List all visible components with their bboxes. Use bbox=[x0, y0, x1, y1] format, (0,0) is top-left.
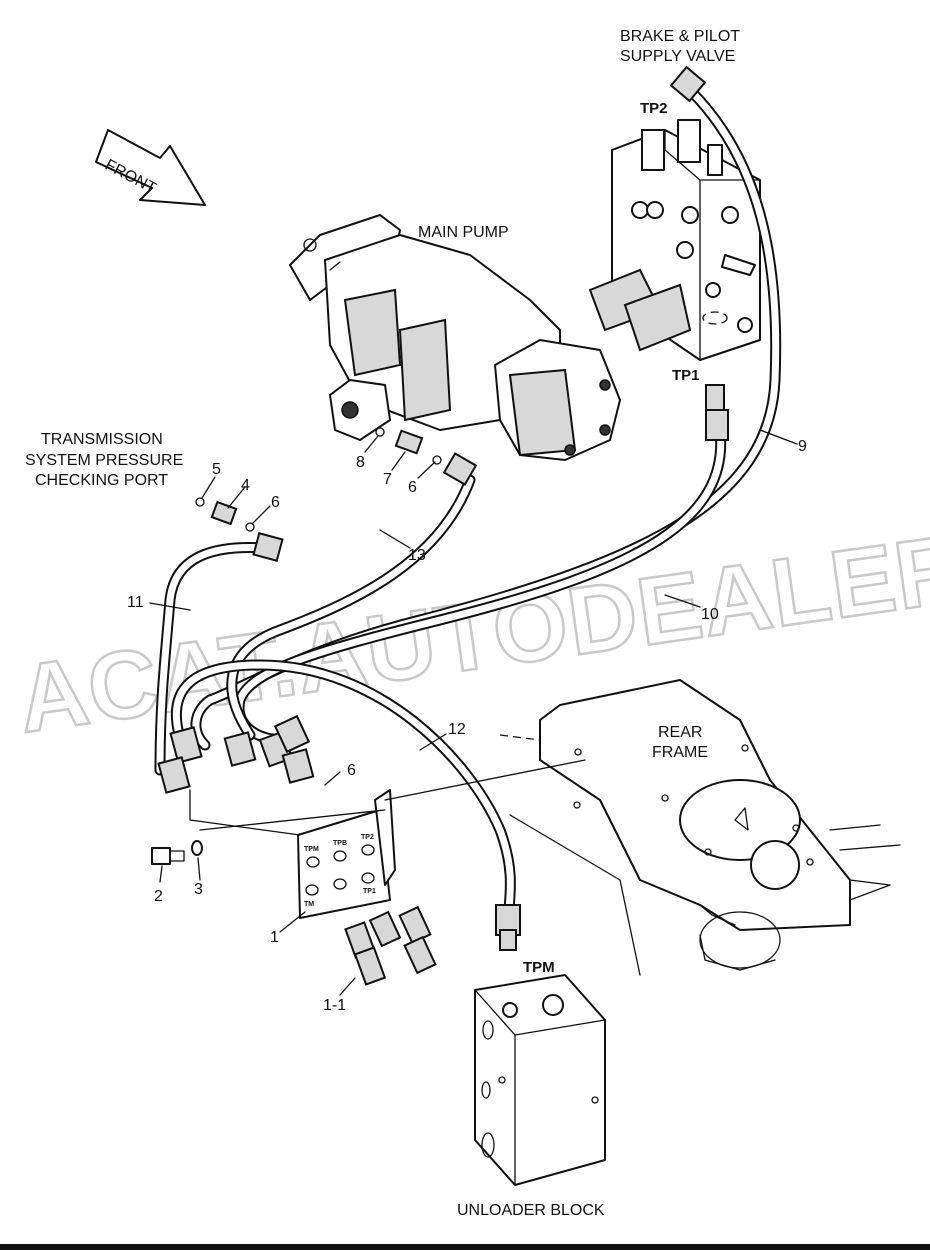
callout-7: 7 bbox=[383, 471, 392, 488]
transmission-label-2: SYSTEM PRESSURE bbox=[25, 452, 183, 469]
watermark-text: ACAT.AUTODEALER.RU bbox=[12, 491, 930, 753]
hoses bbox=[154, 84, 782, 926]
callout-3: 3 bbox=[194, 881, 203, 898]
front-arrow: FRONT bbox=[95, 129, 206, 206]
callout-11: 11 bbox=[127, 594, 144, 611]
unloader-block: TPM UNLOADER BLOCK bbox=[457, 959, 606, 1219]
tp1-label: TP1 bbox=[672, 367, 700, 384]
callout-9: 9 bbox=[798, 438, 807, 455]
plate-label-tp2: TP2 bbox=[361, 834, 374, 841]
brake-pilot-label-2: SUPPLY VALVE bbox=[620, 48, 735, 65]
port-plate: TPM TPB TP2 TM TP1 bbox=[189, 759, 586, 919]
tpm-label: TPM bbox=[523, 959, 555, 976]
rear-frame-label-2: FRAME bbox=[652, 744, 708, 761]
brake-pilot-label-1: BRAKE & PILOT bbox=[620, 28, 740, 45]
callout-6c: 6 bbox=[347, 762, 356, 779]
loose-nipples bbox=[344, 905, 437, 986]
callout-10: 10 bbox=[701, 606, 719, 623]
plate-label-tp1: TP1 bbox=[363, 888, 376, 895]
transmission-label-3: CHECKING PORT bbox=[35, 472, 168, 489]
callout-6a: 6 bbox=[271, 494, 280, 511]
callout-6b: 6 bbox=[408, 479, 417, 496]
transmission-port-parts bbox=[195, 427, 442, 532]
rear-frame: REAR FRAME bbox=[499, 679, 901, 976]
bolt-washer bbox=[151, 840, 203, 865]
callout-leaders bbox=[149, 429, 798, 996]
callout-8: 8 bbox=[356, 454, 365, 471]
brake-pilot-valve: BRAKE & PILOT SUPPLY VALVE TP2 TP1 bbox=[588, 28, 761, 384]
plate-label-tpm: TPM bbox=[304, 846, 319, 853]
callout-12: 12 bbox=[448, 721, 466, 738]
callout-4: 4 bbox=[241, 477, 250, 494]
callout-1-1: 1-1 bbox=[323, 997, 346, 1014]
callout-2: 2 bbox=[154, 888, 163, 905]
callout-1: 1 bbox=[270, 929, 279, 946]
tp2-label: TP2 bbox=[640, 100, 668, 117]
main-pump-label: MAIN PUMP bbox=[418, 224, 509, 241]
bottom-border bbox=[0, 1244, 930, 1250]
main-pump: MAIN PUMP bbox=[289, 214, 621, 461]
unloader-block-label: UNLOADER BLOCK bbox=[457, 1202, 605, 1219]
callout-13: 13 bbox=[408, 547, 426, 564]
hose-fittings bbox=[157, 65, 729, 951]
rear-frame-label-1: REAR bbox=[658, 724, 702, 741]
plate-label-tm: TM bbox=[304, 901, 314, 908]
transmission-label-1: TRANSMISSION bbox=[41, 431, 163, 448]
plate-label-tpb: TPB bbox=[333, 840, 347, 847]
callout-5: 5 bbox=[212, 461, 221, 478]
